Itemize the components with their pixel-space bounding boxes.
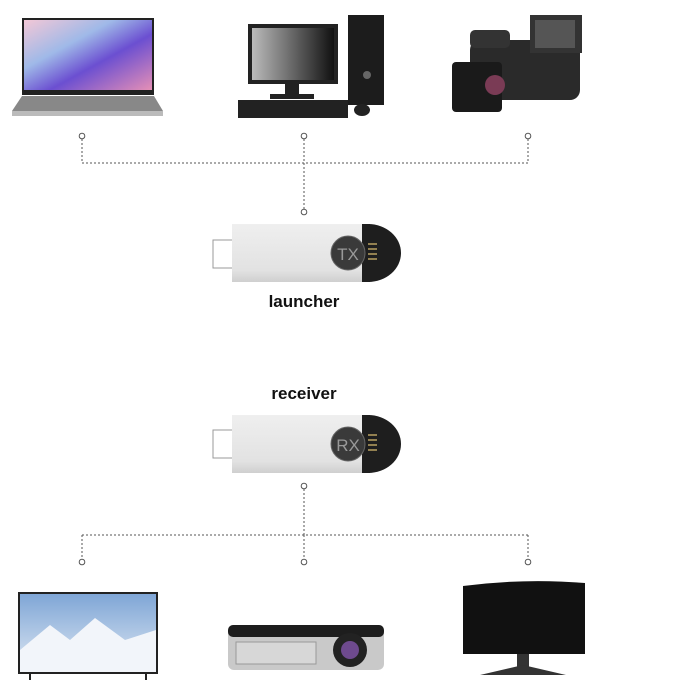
- transmitter-dongle: [212, 224, 401, 282]
- laptop-icon: [12, 18, 163, 116]
- desktop-computer-icon: [238, 15, 384, 118]
- rx-badge: RX: [336, 436, 360, 455]
- launcher-label: launcher: [268, 292, 340, 311]
- connector-dots: [78, 132, 532, 566]
- monitor-icon: [463, 581, 585, 675]
- television-icon: [18, 592, 158, 680]
- display-connectors: [81, 489, 529, 559]
- projector-icon: [228, 625, 384, 670]
- tx-badge: TX: [337, 245, 359, 264]
- receiver-dongle: [212, 415, 401, 473]
- camcorder-icon: [452, 15, 582, 112]
- receiver-label: receiver: [271, 384, 337, 403]
- source-connectors: [81, 139, 529, 209]
